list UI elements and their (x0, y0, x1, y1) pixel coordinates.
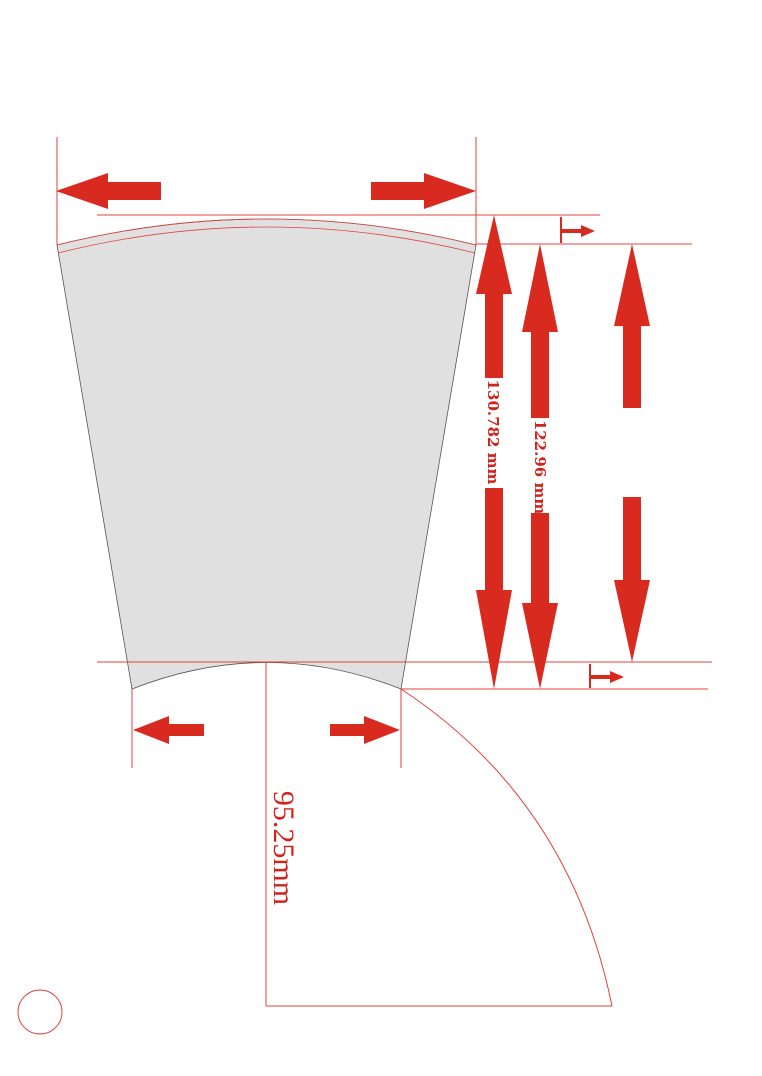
third-height-arrow-up (614, 244, 650, 408)
top-left-arrow (56, 173, 161, 209)
outer-height-arrow-up (476, 215, 512, 378)
inner-height-label: 122.96 mm (531, 420, 549, 515)
outer-height-label: 130.782 mm (484, 380, 502, 485)
circle-icon (17, 989, 63, 1035)
radius-label: 95.25mm (267, 791, 300, 905)
radius-arc (400, 688, 613, 1007)
top-offset-arrow (562, 225, 595, 237)
outer-height-arrow-down (476, 488, 512, 689)
bottom-right-arrow (330, 716, 400, 744)
inner-height-arrow-up (522, 244, 558, 418)
top-band-outer-curve (56, 218, 477, 246)
inner-height-arrow-down (522, 513, 558, 689)
sleeve-template-shape (56, 218, 477, 690)
bottom-left-arrow (133, 716, 204, 744)
top-right-arrow (371, 173, 476, 209)
bottom-offset-arrow (591, 671, 624, 683)
top-band-inner-curve (57, 226, 476, 254)
third-height-arrow-down (614, 497, 650, 662)
